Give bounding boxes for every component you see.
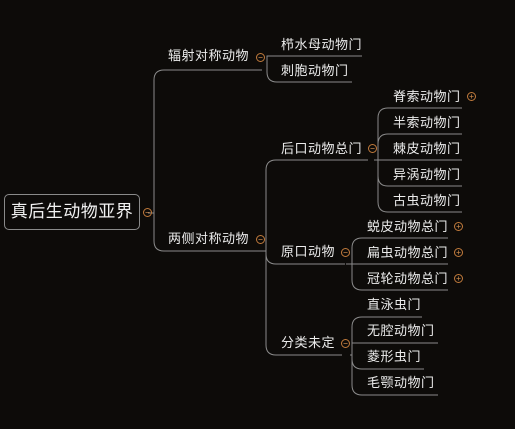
- node-hemichordata[interactable]: 半索动物门: [393, 116, 461, 131]
- root-collapse-toggle-icon[interactable]: −: [143, 208, 152, 217]
- node-echinodermata[interactable]: 棘皮动物门: [393, 142, 461, 157]
- lophotrochozoa-expand-toggle-icon[interactable]: +: [454, 274, 463, 283]
- node-xenoturbellida[interactable]: 异涡动物门: [393, 168, 461, 183]
- node-deuterostomia[interactable]: 后口动物总门: [281, 142, 363, 157]
- link-bilateral: [153, 213, 262, 252]
- node-lophotrochozoa[interactable]: 冠轮动物总门: [367, 272, 449, 287]
- link-deuterostomia: [265, 159, 368, 251]
- deuterostomia-collapse-toggle-icon[interactable]: −: [368, 144, 377, 153]
- protostomia-collapse-toggle-icon[interactable]: −: [341, 248, 350, 257]
- radial-collapse-toggle-icon[interactable]: −: [256, 53, 265, 62]
- link-radial: [153, 69, 262, 213]
- node-chaetognatha[interactable]: 毛颚动物门: [367, 376, 435, 391]
- node-vetulicolia[interactable]: 古虫动物门: [393, 194, 461, 209]
- link-cnidaria: [266, 70, 352, 83]
- chordata-expand-toggle-icon[interactable]: +: [467, 92, 476, 101]
- link-lophotrochozoa: [351, 264, 448, 291]
- link-ctenophora: [266, 55, 362, 70]
- uncertain-collapse-toggle-icon[interactable]: −: [341, 339, 350, 348]
- branch-radial[interactable]: 辐射对称动物: [168, 49, 250, 64]
- node-uncertain[interactable]: 分类未定: [281, 336, 336, 351]
- link-orthonectida: [351, 316, 422, 355]
- ecdysozoa-expand-toggle-icon[interactable]: +: [454, 222, 463, 231]
- branch-bilateral[interactable]: 两侧对称动物: [168, 232, 250, 247]
- link-hemichordata: [377, 133, 462, 160]
- link-chaetognatha: [351, 355, 438, 396]
- platyzoa-expand-toggle-icon[interactable]: +: [454, 248, 463, 257]
- link-vetulicolia: [377, 160, 462, 213]
- root-node[interactable]: 真后生动物亚界: [4, 194, 140, 230]
- node-platyzoa[interactable]: 扁虫动物总门: [367, 246, 449, 261]
- link-ecdysozoa: [351, 237, 448, 264]
- node-ctenophora[interactable]: 栉水母动物门: [281, 38, 363, 53]
- node-orthonectida[interactable]: 直泳虫门: [367, 298, 422, 313]
- node-protostomia[interactable]: 原口动物: [281, 245, 336, 260]
- link-acoela: [351, 342, 438, 355]
- link-uncertain: [265, 251, 342, 356]
- node-acoela[interactable]: 无腔动物门: [367, 324, 435, 339]
- node-chordata[interactable]: 脊索动物门: [393, 90, 461, 105]
- node-ecdysozoa[interactable]: 蜕皮动物总门: [367, 220, 449, 235]
- node-cnidaria[interactable]: 刺胞动物门: [281, 64, 349, 79]
- bilateral-collapse-toggle-icon[interactable]: −: [256, 235, 265, 244]
- node-rhombozoa[interactable]: 菱形虫门: [367, 350, 422, 365]
- link-chordata: [377, 107, 462, 160]
